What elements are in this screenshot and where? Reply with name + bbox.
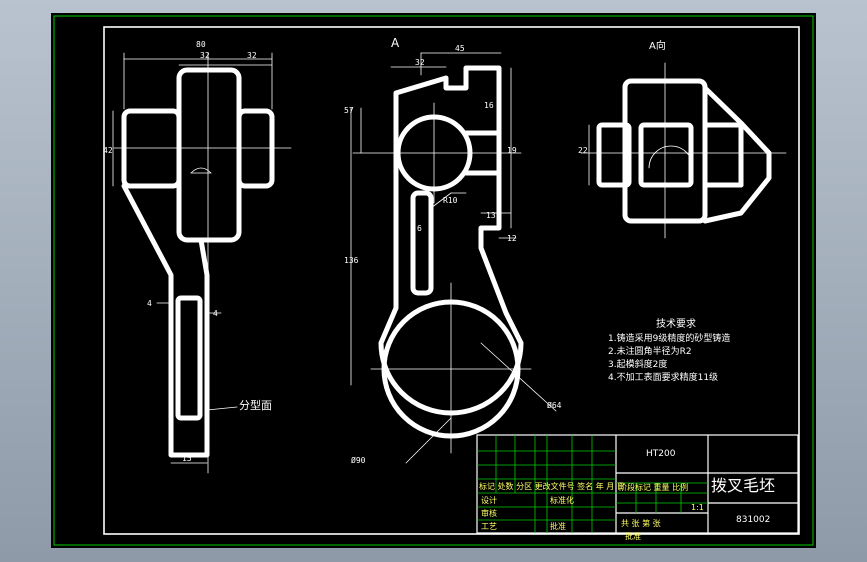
tech-item-3: 3.起模斜度2度	[608, 358, 667, 370]
dim-right-view: 22	[578, 146, 588, 155]
dim-inner-width: 32	[200, 51, 210, 60]
dim-mid-top-2: 32	[415, 58, 425, 67]
dim-left-small-2: 4	[213, 309, 218, 318]
outer-frame	[53, 15, 814, 546]
stem-label: 6	[417, 224, 422, 233]
header-row: 标记 处数 分区 更改文件号 签名 年 月 日	[479, 481, 625, 491]
dim-left-small-1: 4	[147, 299, 152, 308]
tech-item-4: 4.不加工表面要求精度11级	[608, 371, 718, 383]
dim-right-offset: 32	[247, 51, 257, 60]
dim-mid-height-1: 57	[344, 106, 354, 115]
view-label-a-right: A向	[649, 39, 666, 52]
review-label: 审核	[481, 508, 497, 518]
dim-dia-large: Ø64	[547, 400, 562, 410]
design-label: 设计	[481, 495, 497, 505]
process-ctrl-label: 批准	[550, 521, 566, 531]
dim-dia-outer: Ø90	[351, 455, 366, 465]
dim-mid-top-1: 45	[455, 44, 465, 53]
dim-mid-right-4: 12	[507, 234, 517, 243]
drawing-number: 831002	[736, 515, 770, 525]
parting-label: 分型面	[239, 398, 272, 412]
left-view	[121, 67, 275, 458]
dim-top-width: 80	[196, 40, 206, 49]
sheets-label: 共 张 第 张	[621, 518, 661, 528]
title-block: HT200 拨叉毛坯 831002 标记 处数 分区 更改文件号 签名 年 月 …	[476, 434, 799, 541]
view-label-a: A	[391, 36, 400, 50]
tech-item-2: 2.未注圆角半径为R2	[608, 345, 692, 357]
tech-item-1: 1.铸造采用9级精度的砂型铸造	[608, 332, 730, 344]
dim-mid-right-2: 19	[507, 146, 517, 155]
inner-frame	[103, 26, 800, 535]
scale-label: 1:1	[691, 503, 704, 512]
dim-mid-right-1: 16	[484, 101, 494, 110]
dim-mid-right-3: 13	[486, 211, 496, 220]
stage-row: 阶段标记 重量 比例	[619, 482, 688, 492]
material-label: HT200	[646, 449, 676, 459]
engineering-drawing: 80 32 32 42 4 4 15 分型面 A 45 32 57 136 16…	[53, 15, 814, 546]
standard-label: 标准化	[550, 495, 574, 505]
approve-label: 批准	[625, 531, 641, 541]
tech-requirements: 技术要求 1.铸造采用9级精度的砂型铸造 2.未注圆角半径为R2 3.起模斜度2…	[608, 317, 730, 383]
cad-viewport[interactable]: 80 32 32 42 4 4 15 分型面 A 45 32 57 136 16…	[51, 13, 816, 548]
part-name: 拨叉毛坯	[711, 476, 775, 495]
craft-label: 工艺	[481, 522, 497, 531]
dim-bottom-width: 15	[182, 454, 192, 463]
dim-left-height: 42	[103, 146, 113, 155]
tech-title: 技术要求	[656, 317, 696, 330]
radius-label: R10	[443, 196, 458, 205]
dim-mid-height-2: 136	[344, 256, 359, 265]
right-view	[596, 78, 772, 224]
